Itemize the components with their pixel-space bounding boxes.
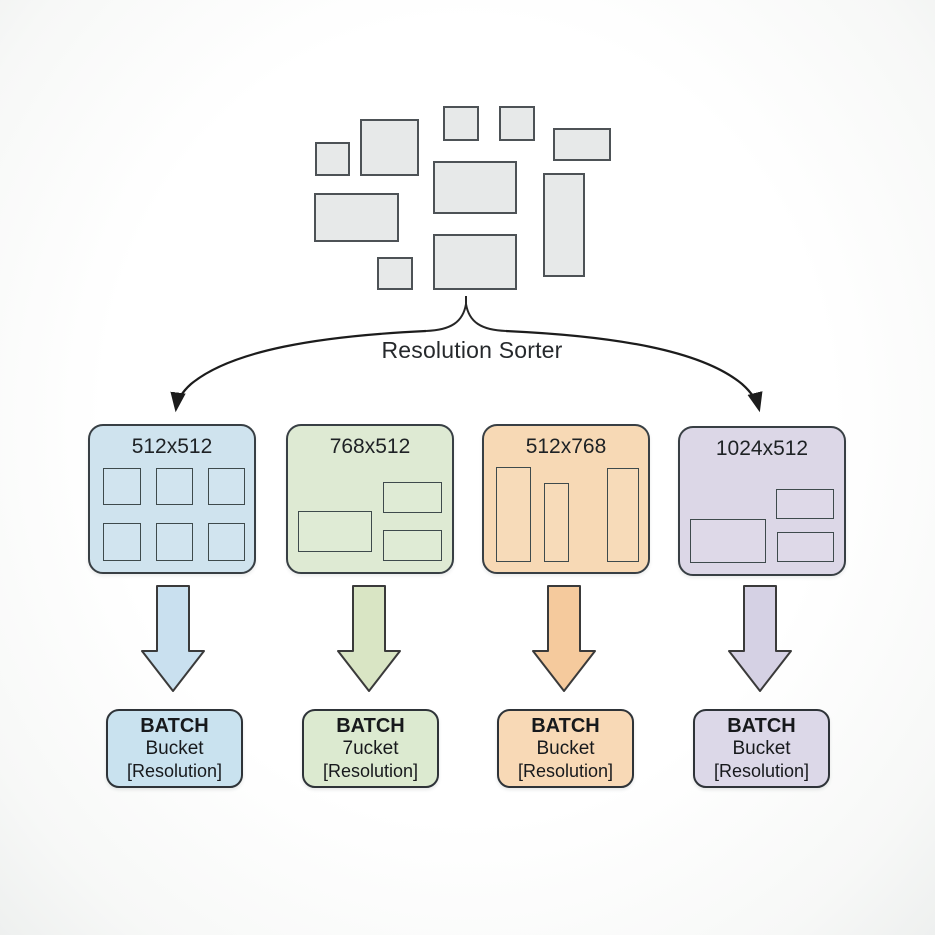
image-thumbnail <box>314 193 399 242</box>
batch-subtitle: Bucket <box>145 738 204 760</box>
bucket-768x512: 768x512 <box>286 424 454 574</box>
resolution-sorter-label: Resolution Sorter <box>381 337 563 363</box>
bucket-512x512: 512x512 <box>88 424 256 574</box>
batch-arrow-768x512 <box>337 585 401 692</box>
bucket-title: 768x512 <box>329 435 411 458</box>
batch-title: BATCH <box>727 714 796 737</box>
batch-resolution: [Resolution] <box>322 760 419 781</box>
bucket-tile-landscape <box>777 532 834 562</box>
image-thumbnail <box>433 161 517 214</box>
bucket-tile-portrait <box>496 467 531 562</box>
sorter-brace-left <box>425 303 467 332</box>
batch-subtitle: Bucket <box>536 738 595 760</box>
image-thumbnail <box>433 234 517 290</box>
bucket-tile-square <box>208 523 245 561</box>
batch-arrow-512x512 <box>141 585 205 692</box>
bucket-title: 1024x512 <box>715 437 809 460</box>
batch-resolution: [Resolution] <box>517 760 614 781</box>
bucket-title: 512x512 <box>131 435 213 458</box>
bucket-title: 512x768 <box>525 435 607 458</box>
image-thumbnail <box>360 119 419 176</box>
batch-box-768x512: BATCH 7ucket [Resolution] <box>302 709 439 788</box>
batch-box-512x768: BATCH Bucket [Resolution] <box>497 709 634 788</box>
batch-resolution: [Resolution] <box>713 760 810 781</box>
image-thumbnail <box>443 106 479 141</box>
bucket-1024x512: 1024x512 <box>678 426 846 576</box>
image-thumbnail <box>499 106 535 141</box>
bucket-512x768: 512x768 <box>482 424 650 574</box>
bucket-tile-portrait <box>544 483 569 562</box>
image-thumbnail <box>543 173 585 277</box>
bucket-tile-landscape <box>776 489 834 519</box>
batch-subtitle: 7ucket <box>342 738 399 760</box>
batch-arrow-1024x512 <box>728 585 792 692</box>
bucket-tile-landscape <box>690 519 766 563</box>
bucket-tile-square <box>156 468 193 505</box>
batch-resolution: [Resolution] <box>126 760 223 781</box>
image-thumbnail <box>377 257 413 290</box>
image-thumbnail <box>553 128 611 161</box>
bucket-tile-square <box>103 468 141 505</box>
bucket-tile-square <box>156 523 193 561</box>
batch-box-1024x512: BATCH Bucket [Resolution] <box>693 709 830 788</box>
bucket-tile-square <box>103 523 141 561</box>
bucket-tile-portrait <box>607 468 639 562</box>
batch-arrow-512x768 <box>532 585 596 692</box>
bucket-tile-landscape <box>383 482 442 513</box>
bucket-tile-landscape <box>383 530 442 561</box>
batch-title: BATCH <box>336 714 405 737</box>
batch-title: BATCH <box>531 714 600 737</box>
batch-box-512x512: BATCH Bucket [Resolution] <box>106 709 243 788</box>
bucket-tile-landscape <box>298 511 372 552</box>
bucket-tile-square <box>208 468 245 505</box>
batch-subtitle: Bucket <box>732 738 791 760</box>
sorter-brace-right <box>465 303 507 332</box>
batch-title: BATCH <box>140 714 209 737</box>
image-thumbnail <box>315 142 350 176</box>
